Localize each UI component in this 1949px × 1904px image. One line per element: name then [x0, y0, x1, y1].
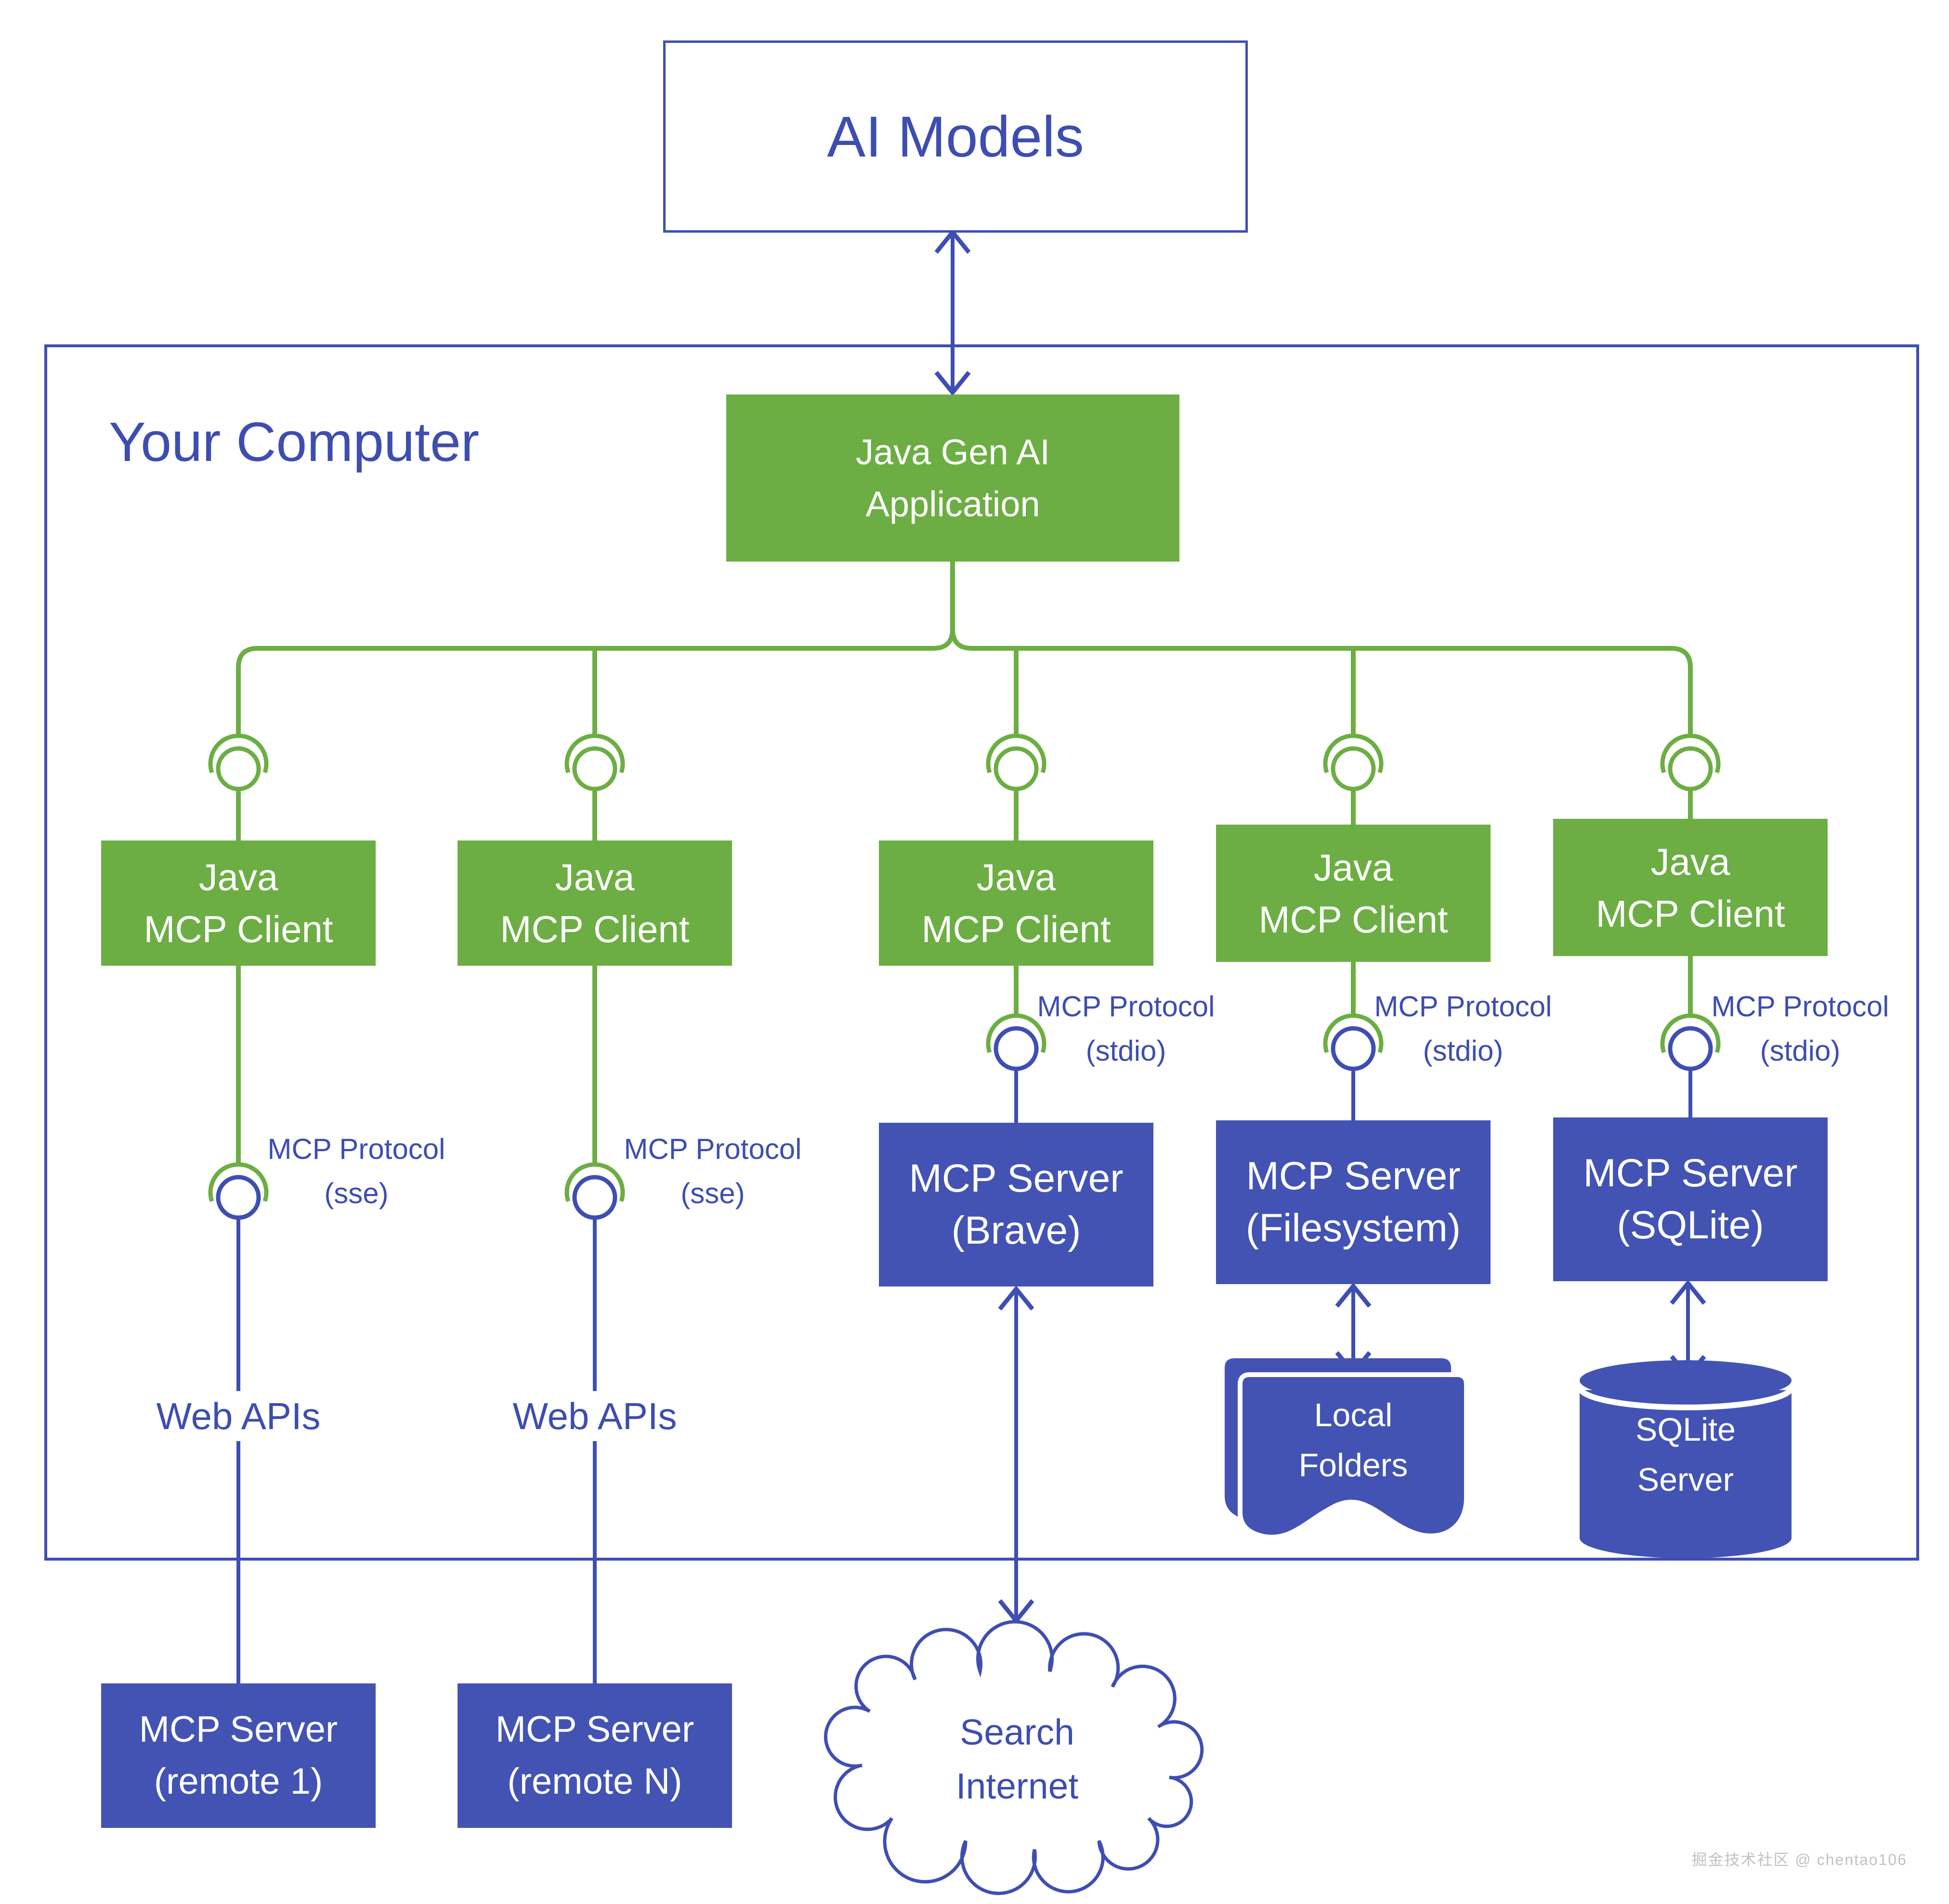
shape-line: Local [1314, 1397, 1393, 1433]
server-label: (remote N) [507, 1761, 682, 1802]
protocol-label-stdio-3: MCP Protocol (stdio) [1656, 985, 1945, 1073]
client-label: Java [198, 856, 278, 898]
mcp-protocol-socket-icon [208, 1013, 1721, 1220]
protocol-line: (stdio) [1086, 1035, 1166, 1067]
protocol-label-stdio-2: MCP Protocol (stdio) [1319, 985, 1608, 1073]
shape-line: Folders [1298, 1447, 1408, 1484]
server-label: (Brave) [951, 1208, 1081, 1252]
mcp-socket-icon [208, 734, 1721, 791]
protocol-line: (sse) [324, 1177, 389, 1209]
protocol-line: MCP Protocol [1711, 990, 1889, 1023]
protocol-line: MCP Protocol [1037, 990, 1215, 1023]
server-label: MCP Server [495, 1709, 694, 1750]
protocol-label-sse-2: MCP Protocol (sse) [568, 1127, 857, 1216]
brave-internet-arrow [998, 1285, 1034, 1625]
protocol-line: (sse) [680, 1177, 745, 1209]
server-box-filesystem: MCP Server (Filesystem) [1216, 1120, 1491, 1284]
client-box-2: Java MCP Client [458, 840, 732, 966]
app-label-line2: Application [865, 484, 1040, 524]
cloud-line: Search [960, 1712, 1074, 1752]
client-box-5: Java MCP Client [1553, 819, 1828, 956]
ai-models-label: AI Models [827, 104, 1084, 169]
server-box-brave: MCP Server (Brave) [879, 1123, 1153, 1287]
your-computer-container [44, 344, 1919, 1561]
server-label: (remote 1) [154, 1761, 323, 1802]
local-folders-icon [1225, 1358, 1469, 1540]
client-label: Java [976, 856, 1056, 898]
client-label: Java [1650, 840, 1730, 883]
watermark: 掘金技术社区 @ chentao106 [1691, 1851, 1907, 1868]
client-protocol-connectors [236, 956, 1693, 1167]
server-label: (Filesystem) [1245, 1206, 1461, 1250]
web-apis-label-1: Web APIs [130, 1391, 347, 1441]
sqlite-database-icon [1577, 1360, 1794, 1558]
client-label: Java [555, 856, 635, 898]
client-label: MCP Client [921, 908, 1111, 950]
sqlite-server-label: SQLite Server [1589, 1405, 1782, 1505]
client-box-1: Java MCP Client [101, 840, 376, 966]
web-apis-text: Web APIs [156, 1394, 321, 1437]
shape-line: Server [1637, 1461, 1734, 1498]
client-label: MCP Client [144, 908, 333, 950]
web-apis-label-2: Web APIs [486, 1391, 703, 1441]
ai-app-arrow [934, 228, 971, 396]
your-computer-label: Your Computer [109, 411, 480, 473]
client-label: Java [1313, 846, 1393, 889]
protocol-line: MCP Protocol [624, 1133, 802, 1165]
web-apis-text: Web APIs [512, 1394, 677, 1437]
client-label: MCP Client [1258, 898, 1448, 941]
internet-cloud-shape [824, 1620, 1204, 1895]
client-box-4: Java MCP Client [1216, 825, 1491, 962]
server-box-remote-1: MCP Server (remote 1) [101, 1683, 376, 1828]
server-label: MCP Server [139, 1709, 338, 1750]
client-tree-connector [236, 562, 1693, 840]
server-connectors [236, 1069, 1692, 1683]
client-label: MCP Client [1596, 892, 1785, 935]
shape-line: SQLite [1635, 1411, 1736, 1448]
cloud-line: Internet [955, 1766, 1079, 1806]
server-label: MCP Server [1246, 1154, 1461, 1198]
client-box-3: Java MCP Client [879, 840, 1153, 966]
server-label: MCP Server [1583, 1151, 1798, 1195]
protocol-label-sse-1: MCP Protocol (sse) [212, 1127, 501, 1216]
client-label: MCP Client [500, 908, 690, 950]
protocol-line: MCP Protocol [1374, 990, 1552, 1023]
app-box: Java Gen AI Application [726, 394, 1179, 562]
protocol-line: (stdio) [1423, 1035, 1504, 1067]
protocol-line: MCP Protocol [267, 1133, 445, 1165]
app-label-line1: Java Gen AI [855, 432, 1050, 472]
local-folders-label: Local Folders [1257, 1390, 1450, 1490]
ai-models-box: AI Models [663, 40, 1248, 233]
protocol-line: (stdio) [1760, 1035, 1841, 1067]
search-internet-label: Search Internet [824, 1705, 1210, 1813]
server-box-sqlite: MCP Server (SQLite) [1553, 1117, 1828, 1281]
server-label: MCP Server [909, 1156, 1124, 1200]
server-label: (SQLite) [1617, 1203, 1764, 1247]
server-box-remote-n: MCP Server (remote N) [458, 1683, 732, 1828]
protocol-label-stdio-1: MCP Protocol (stdio) [981, 985, 1270, 1073]
